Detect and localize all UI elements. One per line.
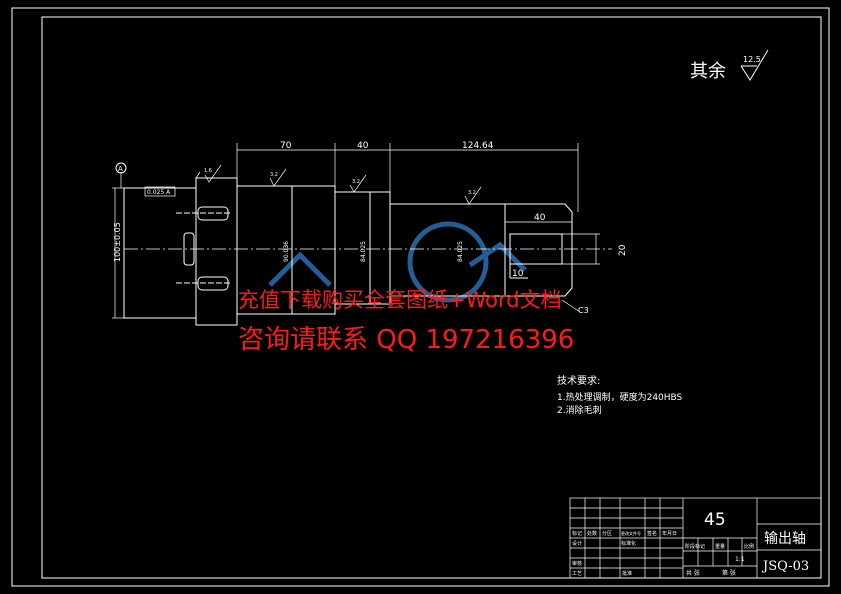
- tb-scale: 1:1: [735, 556, 745, 563]
- dim-100: 100±0.05: [113, 222, 122, 262]
- tech-line1: 1.热处理调制，硬度为240HBS: [557, 391, 683, 403]
- tech-title: 技术要求:: [557, 374, 600, 387]
- tb-s2: 审核: [572, 560, 582, 567]
- tb-h5: 年月日: [662, 530, 677, 537]
- logo-watermark: [268, 221, 527, 303]
- dim-90: 90.036: [283, 241, 290, 262]
- tb-stage: 阶段标记: [685, 543, 705, 550]
- dim-c3: C3: [578, 306, 589, 315]
- tb-approve: 批准: [622, 570, 632, 577]
- tb-h0: 标记: [572, 530, 582, 537]
- title-block: [569, 497, 822, 579]
- dim-84a: 84.025: [360, 241, 367, 262]
- datum-marker: [115, 162, 127, 174]
- dimension-lines: [112, 143, 600, 319]
- tb-drawing-no: JSQ-03: [761, 559, 809, 574]
- tb-h1: 处数: [587, 530, 597, 537]
- dim-124: 124.64: [462, 141, 494, 151]
- dim-20: 20: [618, 244, 628, 256]
- tb-h2: 分区: [602, 530, 612, 537]
- shaft-outline: [123, 177, 573, 326]
- outer-frame: [11, 7, 830, 587]
- tb-sheet-total: 共 张: [686, 569, 700, 577]
- tolerance-frame-text: 0.025 A: [147, 189, 171, 196]
- roughness-2: 3.2: [270, 172, 278, 178]
- tb-h4: 签名: [647, 530, 657, 537]
- inner-frame: [41, 16, 822, 579]
- tolerance-frame: [144, 186, 176, 197]
- dim-10: 10: [512, 269, 524, 279]
- dim-70: 70: [280, 141, 292, 151]
- tb-sheet-current: 第 张: [722, 569, 736, 577]
- roughness-3: 3.2: [352, 179, 360, 185]
- surface-note-label: 其余: [690, 61, 726, 82]
- dim-84b: 84.025: [457, 241, 464, 262]
- tb-weight: 重量: [715, 543, 725, 550]
- dim-40b: 40: [534, 213, 546, 223]
- tb-part-name: 输出轴: [764, 531, 806, 547]
- tb-s0: 设计: [572, 540, 582, 547]
- datum-label: A: [118, 165, 123, 173]
- roughness-1: 1.6: [204, 168, 212, 174]
- tb-s3: 工艺: [572, 571, 582, 577]
- tb-material: 45: [704, 510, 726, 530]
- tb-h3: 更改文件号: [621, 530, 641, 536]
- roughness-4: 3.2: [468, 190, 476, 196]
- dim-40a: 40: [357, 141, 369, 151]
- surface-note-value: 12.5: [743, 55, 761, 64]
- tb-scale-label: 比例: [744, 543, 754, 550]
- tb-s1: 标准化: [621, 540, 636, 547]
- watermark-line-2: 咨询请联系 QQ 197216396: [238, 325, 575, 355]
- roughness-marks: [204, 164, 482, 205]
- roughness-symbol-icon: [740, 49, 769, 81]
- watermark-line-1: 充值下载购买全套图纸+Word文档: [238, 288, 562, 312]
- tech-line2: 2.消除毛刺: [557, 404, 602, 416]
